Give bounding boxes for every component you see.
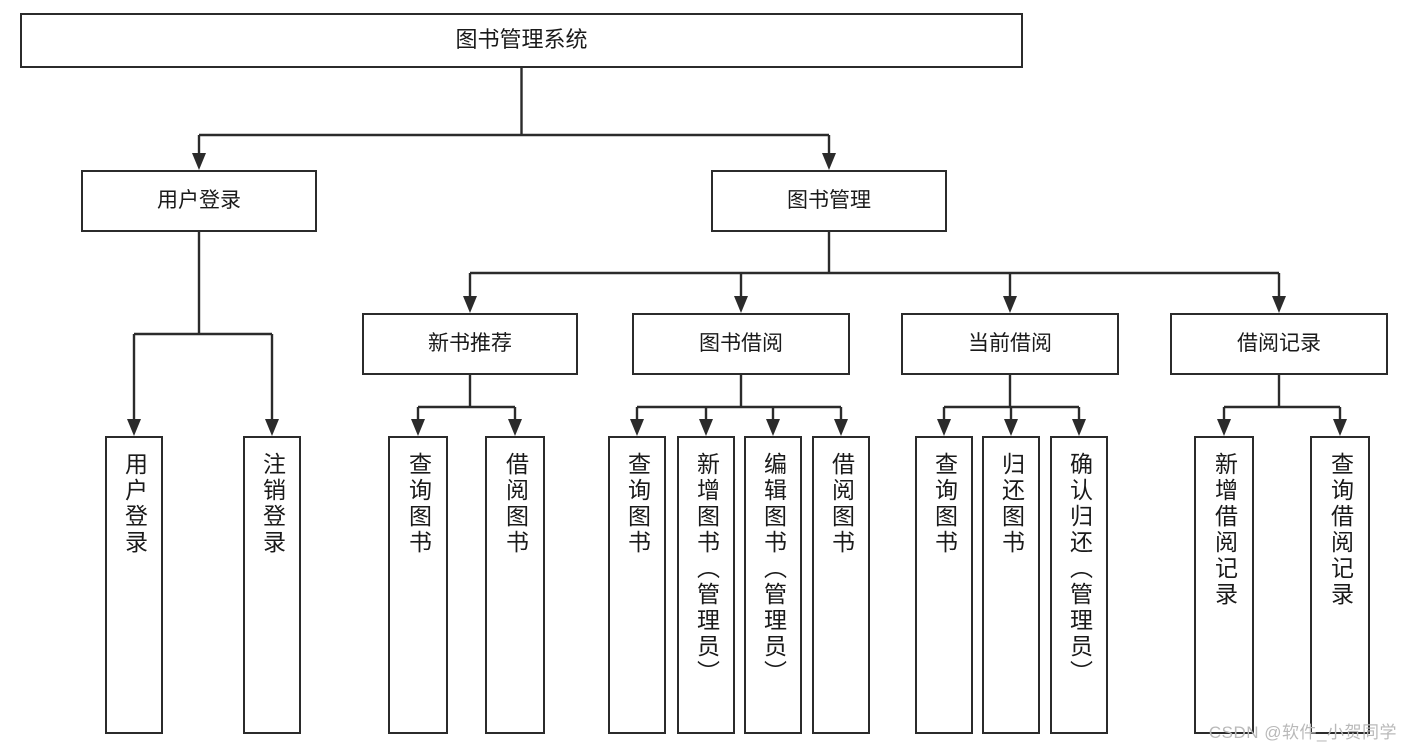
node-label: 注销登录 bbox=[259, 452, 286, 556]
node-l-bo-lend[interactable]: 借阅图书 bbox=[812, 436, 870, 734]
node-login[interactable]: 用户登录 bbox=[81, 170, 317, 232]
node-label: 查询图书 bbox=[624, 452, 651, 556]
edge-bookmgmt-to-borrow-head bbox=[734, 296, 748, 313]
node-l-cu-query[interactable]: 查询图书 bbox=[915, 436, 973, 734]
node-current[interactable]: 当前借阅 bbox=[901, 313, 1119, 375]
node-label: 查询图书 bbox=[931, 452, 958, 556]
node-l-bo-edit[interactable]: 编辑图书（管理员） bbox=[744, 436, 802, 734]
node-label: 查询借阅记录 bbox=[1327, 452, 1354, 608]
edge-current-to-l-cu-return-head bbox=[1004, 419, 1018, 436]
node-label: 借阅图书 bbox=[828, 452, 855, 556]
edge-root-to-bookmgmt-head bbox=[822, 153, 836, 170]
edge-bookmgmt-to-records-head bbox=[1272, 296, 1286, 313]
node-l-login[interactable]: 用户登录 bbox=[105, 436, 163, 734]
node-label: 借阅图书 bbox=[502, 452, 529, 556]
edge-current-to-l-cu-confirm-head bbox=[1072, 419, 1086, 436]
node-root[interactable]: 图书管理系统 bbox=[20, 13, 1023, 68]
edge-borrow-to-l-bo-query-head bbox=[630, 419, 644, 436]
node-label: 归还图书 bbox=[998, 452, 1025, 556]
node-label: 确认归还（管理员） bbox=[1066, 452, 1093, 686]
node-bookmgmt[interactable]: 图书管理 bbox=[711, 170, 947, 232]
node-l-cu-return[interactable]: 归还图书 bbox=[982, 436, 1040, 734]
node-l-cu-confirm[interactable]: 确认归还（管理员） bbox=[1050, 436, 1108, 734]
node-l-bo-query[interactable]: 查询图书 bbox=[608, 436, 666, 734]
node-label: 图书借阅 bbox=[699, 332, 783, 356]
node-label: 当前借阅 bbox=[968, 332, 1052, 356]
node-l-bo-add[interactable]: 新增图书（管理员） bbox=[677, 436, 735, 734]
node-label: 查询图书 bbox=[405, 452, 432, 556]
edge-current-to-l-cu-query-head bbox=[937, 419, 951, 436]
node-label: 用户登录 bbox=[157, 189, 241, 213]
node-label: 用户登录 bbox=[121, 452, 148, 556]
node-borrow[interactable]: 图书借阅 bbox=[632, 313, 850, 375]
node-l-nb-borrow[interactable]: 借阅图书 bbox=[485, 436, 545, 734]
node-l-re-add[interactable]: 新增借阅记录 bbox=[1194, 436, 1254, 734]
node-label: 新书推荐 bbox=[428, 332, 512, 356]
watermark-text: CSDN @软件_小贺同学 bbox=[1208, 723, 1397, 742]
node-label: 借阅记录 bbox=[1237, 332, 1321, 356]
edge-root-to-login-head bbox=[192, 153, 206, 170]
edge-login-to-l-logout-head bbox=[265, 419, 279, 436]
node-newbook[interactable]: 新书推荐 bbox=[362, 313, 578, 375]
edge-borrow-to-l-bo-edit-head bbox=[766, 419, 780, 436]
node-label: 新增图书（管理员） bbox=[693, 452, 720, 686]
node-label: 编辑图书（管理员） bbox=[760, 452, 787, 686]
edge-newbook-to-l-nb-borrow-head bbox=[508, 419, 522, 436]
node-l-re-query[interactable]: 查询借阅记录 bbox=[1310, 436, 1370, 734]
edge-borrow-to-l-bo-add-head bbox=[699, 419, 713, 436]
node-label: 图书管理系统 bbox=[455, 27, 588, 53]
node-l-nb-query[interactable]: 查询图书 bbox=[388, 436, 448, 734]
edge-login-to-l-login-head bbox=[127, 419, 141, 436]
edge-records-to-l-re-add-head bbox=[1217, 419, 1231, 436]
node-records[interactable]: 借阅记录 bbox=[1170, 313, 1388, 375]
edge-borrow-to-l-bo-lend-head bbox=[834, 419, 848, 436]
edge-bookmgmt-to-newbook-head bbox=[463, 296, 477, 313]
edge-bookmgmt-to-current-head bbox=[1003, 296, 1017, 313]
edge-records-to-l-re-query-head bbox=[1333, 419, 1347, 436]
node-l-logout[interactable]: 注销登录 bbox=[243, 436, 301, 734]
node-label: 新增借阅记录 bbox=[1211, 452, 1238, 608]
edge-newbook-to-l-nb-query-head bbox=[411, 419, 425, 436]
node-label: 图书管理 bbox=[787, 189, 871, 213]
